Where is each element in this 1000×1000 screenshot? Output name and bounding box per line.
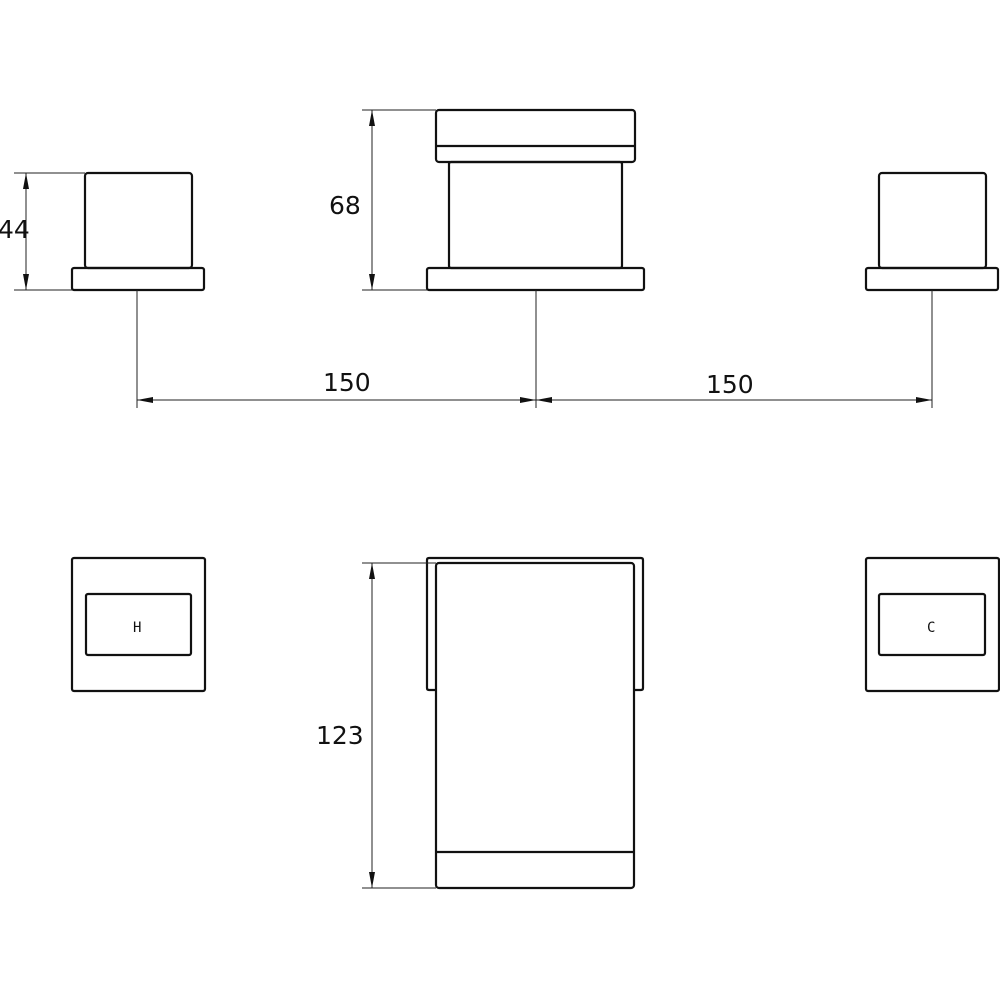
cold-label: C: [927, 620, 935, 636]
left-handle-front: [70, 171, 206, 292]
dimension-label-150-left: 150: [323, 368, 371, 397]
dimension-label-68: 68: [329, 191, 361, 220]
dimension-label-123: 123: [316, 721, 364, 750]
spout-top: [425, 556, 645, 890]
dimension-spout-height: 68: [329, 109, 436, 291]
dimension-spout-projection: 123: [316, 562, 436, 889]
dimension-spacing: 150 150: [136, 290, 933, 408]
right-handle-top: C: [864, 556, 1000, 693]
dimension-handle-height: 44: [0, 172, 85, 291]
hot-label: H: [133, 620, 141, 636]
spout-front: [425, 108, 646, 292]
right-handle-front: [864, 171, 1000, 292]
left-handle-top: H: [70, 556, 207, 693]
dimension-label-44: 44: [0, 215, 30, 244]
dimension-label-150-right: 150: [706, 370, 754, 399]
